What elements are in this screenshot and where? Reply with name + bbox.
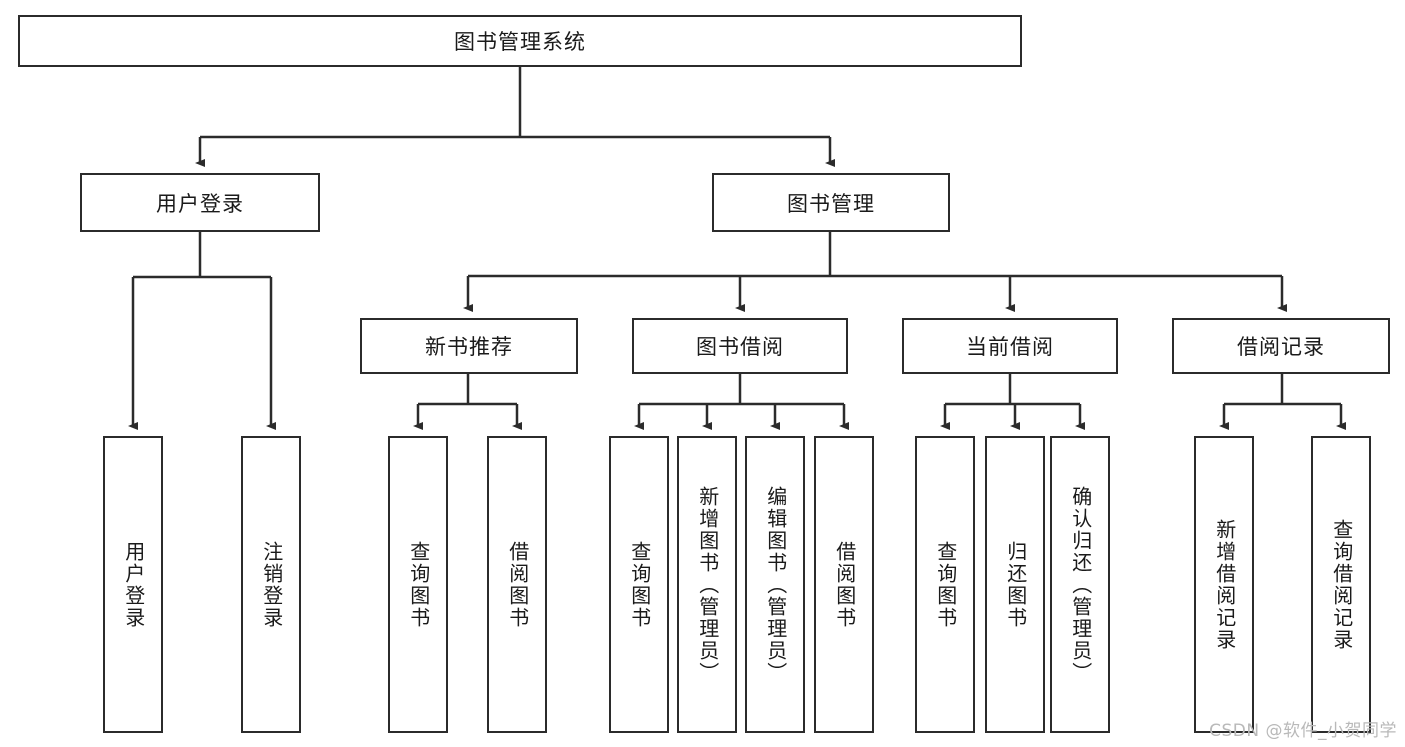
- leaf-current-confirm-return-admin[interactable]: 确认归还（管理员）: [1050, 436, 1110, 733]
- leaf-label: 借阅图书: [505, 540, 530, 629]
- leaf-record-query-record[interactable]: 查询借阅记录: [1311, 436, 1371, 733]
- node-user-login[interactable]: 用户登录: [80, 173, 320, 232]
- leaf-borrow-edit-book-admin[interactable]: 编辑图书（管理员）: [745, 436, 805, 733]
- leaf-label: 用户登录: [121, 540, 146, 629]
- leaf-label: 查询图书: [627, 540, 652, 629]
- leaf-label: 查询图书: [406, 540, 431, 629]
- node-book-borrow[interactable]: 图书借阅: [632, 318, 848, 374]
- leaf-user-login-logout[interactable]: 注销登录: [241, 436, 301, 733]
- leaf-label: 查询图书: [933, 540, 958, 629]
- watermark-text: CSDN @软件_小贺同学: [1209, 721, 1397, 741]
- leaf-user-login-login[interactable]: 用户登录: [103, 436, 163, 733]
- leaf-current-query-book[interactable]: 查询图书: [915, 436, 975, 733]
- leaf-label: 编辑图书（管理员）: [763, 485, 788, 684]
- node-book-management[interactable]: 图书管理: [712, 173, 950, 232]
- leaf-label: 新增借阅记录: [1212, 518, 1237, 651]
- leaf-current-return-book[interactable]: 归还图书: [985, 436, 1045, 733]
- leaf-borrow-query-book[interactable]: 查询图书: [609, 436, 669, 733]
- node-borrow-record[interactable]: 借阅记录: [1172, 318, 1390, 374]
- leaf-label: 确认归还（管理员）: [1068, 485, 1093, 684]
- node-new-book-recommend[interactable]: 新书推荐: [360, 318, 578, 374]
- leaf-label: 查询借阅记录: [1329, 518, 1354, 651]
- leaf-label: 新增图书（管理员）: [695, 485, 720, 684]
- leaf-label: 归还图书: [1003, 540, 1028, 629]
- leaf-recommend-borrow-book[interactable]: 借阅图书: [487, 436, 547, 733]
- node-current-borrow[interactable]: 当前借阅: [902, 318, 1118, 374]
- leaf-borrow-add-book-admin[interactable]: 新增图书（管理员）: [677, 436, 737, 733]
- leaf-borrow-borrow-book[interactable]: 借阅图书: [814, 436, 874, 733]
- node-root-system[interactable]: 图书管理系统: [18, 15, 1022, 67]
- leaf-recommend-query-book[interactable]: 查询图书: [388, 436, 448, 733]
- leaf-record-add-record[interactable]: 新增借阅记录: [1194, 436, 1254, 733]
- leaf-label: 注销登录: [259, 540, 284, 629]
- leaf-label: 借阅图书: [832, 540, 857, 629]
